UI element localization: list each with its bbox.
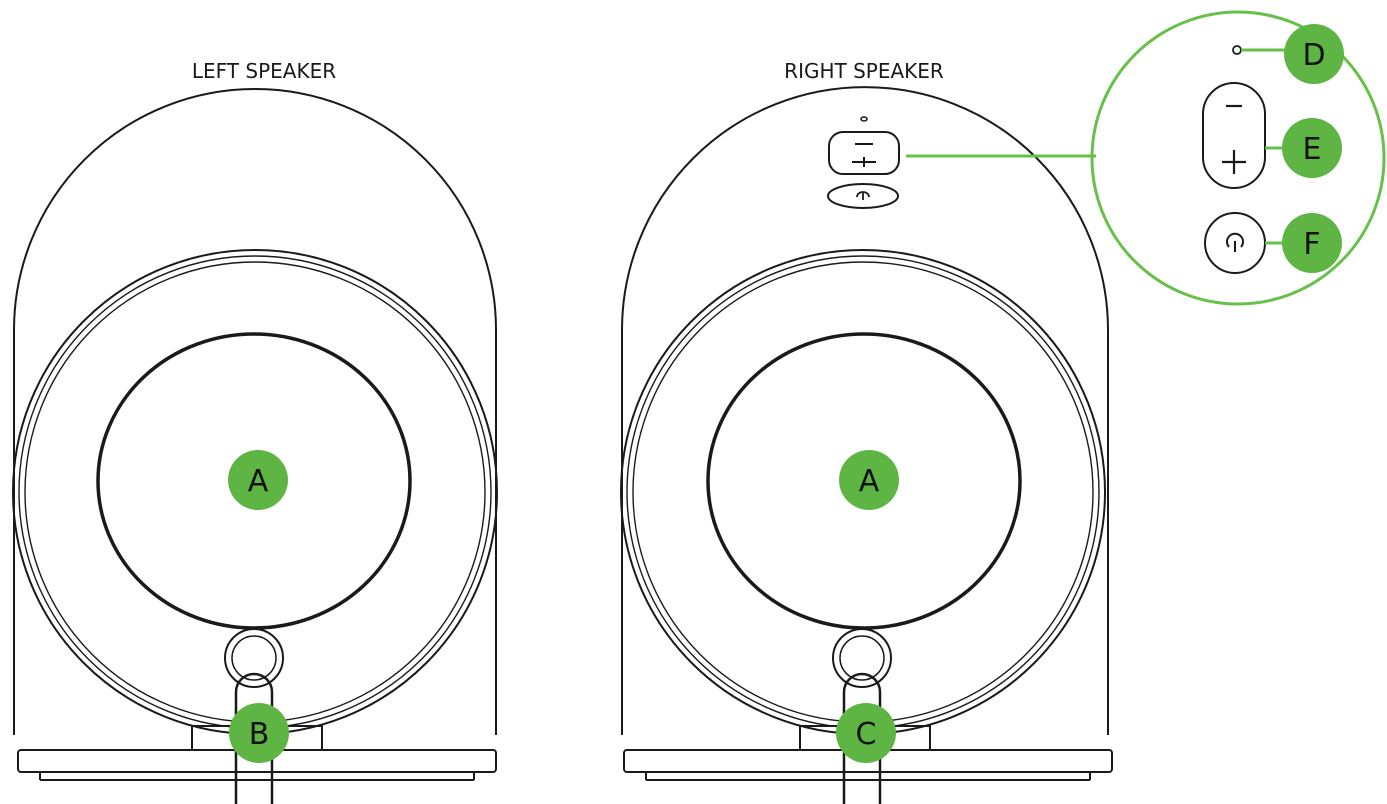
power-button-small bbox=[827, 183, 899, 209]
right-cable bbox=[842, 672, 882, 804]
right-speaker bbox=[620, 86, 1113, 804]
power-icon bbox=[1226, 232, 1244, 248]
svg-text:B: B bbox=[249, 717, 270, 752]
right-speaker-driver bbox=[706, 332, 1022, 630]
left-speaker-housing bbox=[13, 88, 497, 735]
svg-text:A: A bbox=[248, 464, 269, 499]
controls-zoom-callout bbox=[906, 10, 1386, 306]
badge-a-right: A bbox=[839, 450, 899, 510]
status-led-small bbox=[860, 116, 868, 122]
badge-d: D bbox=[1284, 24, 1344, 84]
status-led bbox=[1232, 45, 1242, 55]
right-speaker-title: RIGHT SPEAKER bbox=[784, 59, 944, 83]
badge-b: B bbox=[229, 703, 289, 763]
right-speaker-top-controls bbox=[827, 116, 900, 209]
svg-text:D: D bbox=[1302, 38, 1325, 73]
left-speaker bbox=[12, 88, 498, 804]
left-cable bbox=[234, 672, 274, 804]
volume-rocker-small bbox=[828, 131, 900, 175]
badge-c: C bbox=[836, 703, 896, 763]
volume-rocker bbox=[1202, 82, 1266, 189]
svg-text:C: C bbox=[856, 717, 877, 752]
badge-a-left: A bbox=[228, 450, 288, 510]
svg-text:E: E bbox=[1303, 132, 1322, 167]
right-cable-port bbox=[832, 628, 892, 688]
left-speaker-title: LEFT SPEAKER bbox=[192, 59, 336, 83]
svg-text:F: F bbox=[1303, 227, 1320, 262]
svg-text:A: A bbox=[859, 464, 880, 499]
zoom-circle bbox=[1090, 10, 1386, 306]
badge-e: E bbox=[1282, 118, 1342, 178]
right-speaker-housing bbox=[621, 86, 1109, 735]
left-cable-port bbox=[224, 628, 284, 688]
badge-f: F bbox=[1282, 213, 1342, 273]
